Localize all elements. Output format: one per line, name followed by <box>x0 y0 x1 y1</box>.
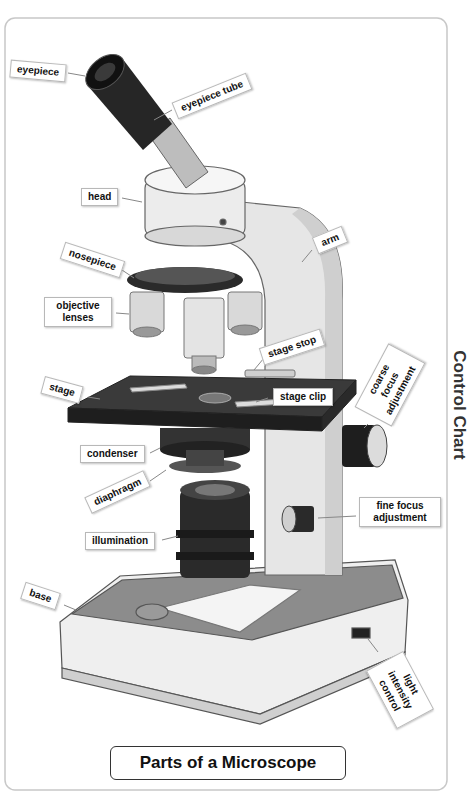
illumination-shape-part <box>176 552 254 560</box>
base-shape-part <box>60 560 408 714</box>
leader-lines-part <box>68 73 85 76</box>
stage-shape-part <box>199 393 231 403</box>
part-label: fine focus adjustment <box>359 497 441 527</box>
leader-lines-part <box>162 536 178 540</box>
objective-lenses-shape-part <box>231 325 259 335</box>
base-shape <box>60 560 408 724</box>
part-label: objective lenses <box>44 297 112 327</box>
eyepiece-shape-part <box>79 47 131 96</box>
title-box: Parts of a Microscope <box>110 746 346 780</box>
leader-lines-part <box>302 250 312 262</box>
eyepiece-shape <box>79 47 208 188</box>
side-heading: Control Chart <box>449 350 469 460</box>
stage-shape <box>68 370 356 431</box>
base-shape-part <box>62 652 405 724</box>
stage-shape-part <box>68 408 322 431</box>
condenser-shape <box>160 428 250 473</box>
leader-lines-part <box>368 639 378 652</box>
base-shape-part <box>352 628 370 638</box>
illumination-shape-part <box>195 484 235 496</box>
leader-lines-part <box>364 424 368 428</box>
objective-lenses-shape-part <box>130 292 164 332</box>
illumination-shape-part <box>180 480 250 500</box>
condenser-shape-part <box>186 450 224 466</box>
stage-shape-part <box>245 370 295 377</box>
title: Parts of a Microscope <box>140 753 317 773</box>
leader-lines <box>64 73 378 652</box>
frame <box>5 18 447 790</box>
objective-lenses-shape-part <box>228 292 262 330</box>
part-label: head <box>81 188 118 206</box>
eyepiece-shape-part <box>88 58 172 150</box>
leader-lines-part <box>150 448 160 453</box>
focus-knobs-part <box>282 506 296 532</box>
base-shape-part <box>136 604 168 620</box>
head-shape-part <box>220 219 226 225</box>
leader-lines-part <box>122 270 134 278</box>
illumination-shape <box>176 480 254 578</box>
leader-lines-part <box>64 605 76 610</box>
objective-lenses-shape-part <box>133 327 161 337</box>
head-shape-part <box>145 226 245 246</box>
part-label: stage clip <box>273 388 333 406</box>
part-label: condenser <box>80 445 145 463</box>
illumination-shape-part <box>176 530 254 538</box>
stage-shape-part <box>130 384 187 392</box>
objective-lenses-shape-part <box>184 298 224 358</box>
base-shape-part <box>160 585 300 632</box>
leader-lines-part <box>154 110 172 120</box>
leader-lines-part <box>256 398 268 402</box>
nosepiece-shape <box>127 267 243 293</box>
leader-lines-part <box>116 313 129 314</box>
leader-lines-part <box>318 516 356 518</box>
leader-lines-part <box>150 470 166 481</box>
eyepiece-shape-part <box>91 59 118 85</box>
part-label: illumination <box>85 532 155 550</box>
focus-knobs-part <box>367 425 387 467</box>
leader-lines-part <box>88 397 100 399</box>
leader-lines-part <box>122 198 142 202</box>
objective-lenses-shape <box>130 292 262 374</box>
nosepiece-shape-part <box>135 267 235 285</box>
nosepiece-shape-part <box>127 267 243 293</box>
objective-lenses-shape-part <box>192 366 216 374</box>
